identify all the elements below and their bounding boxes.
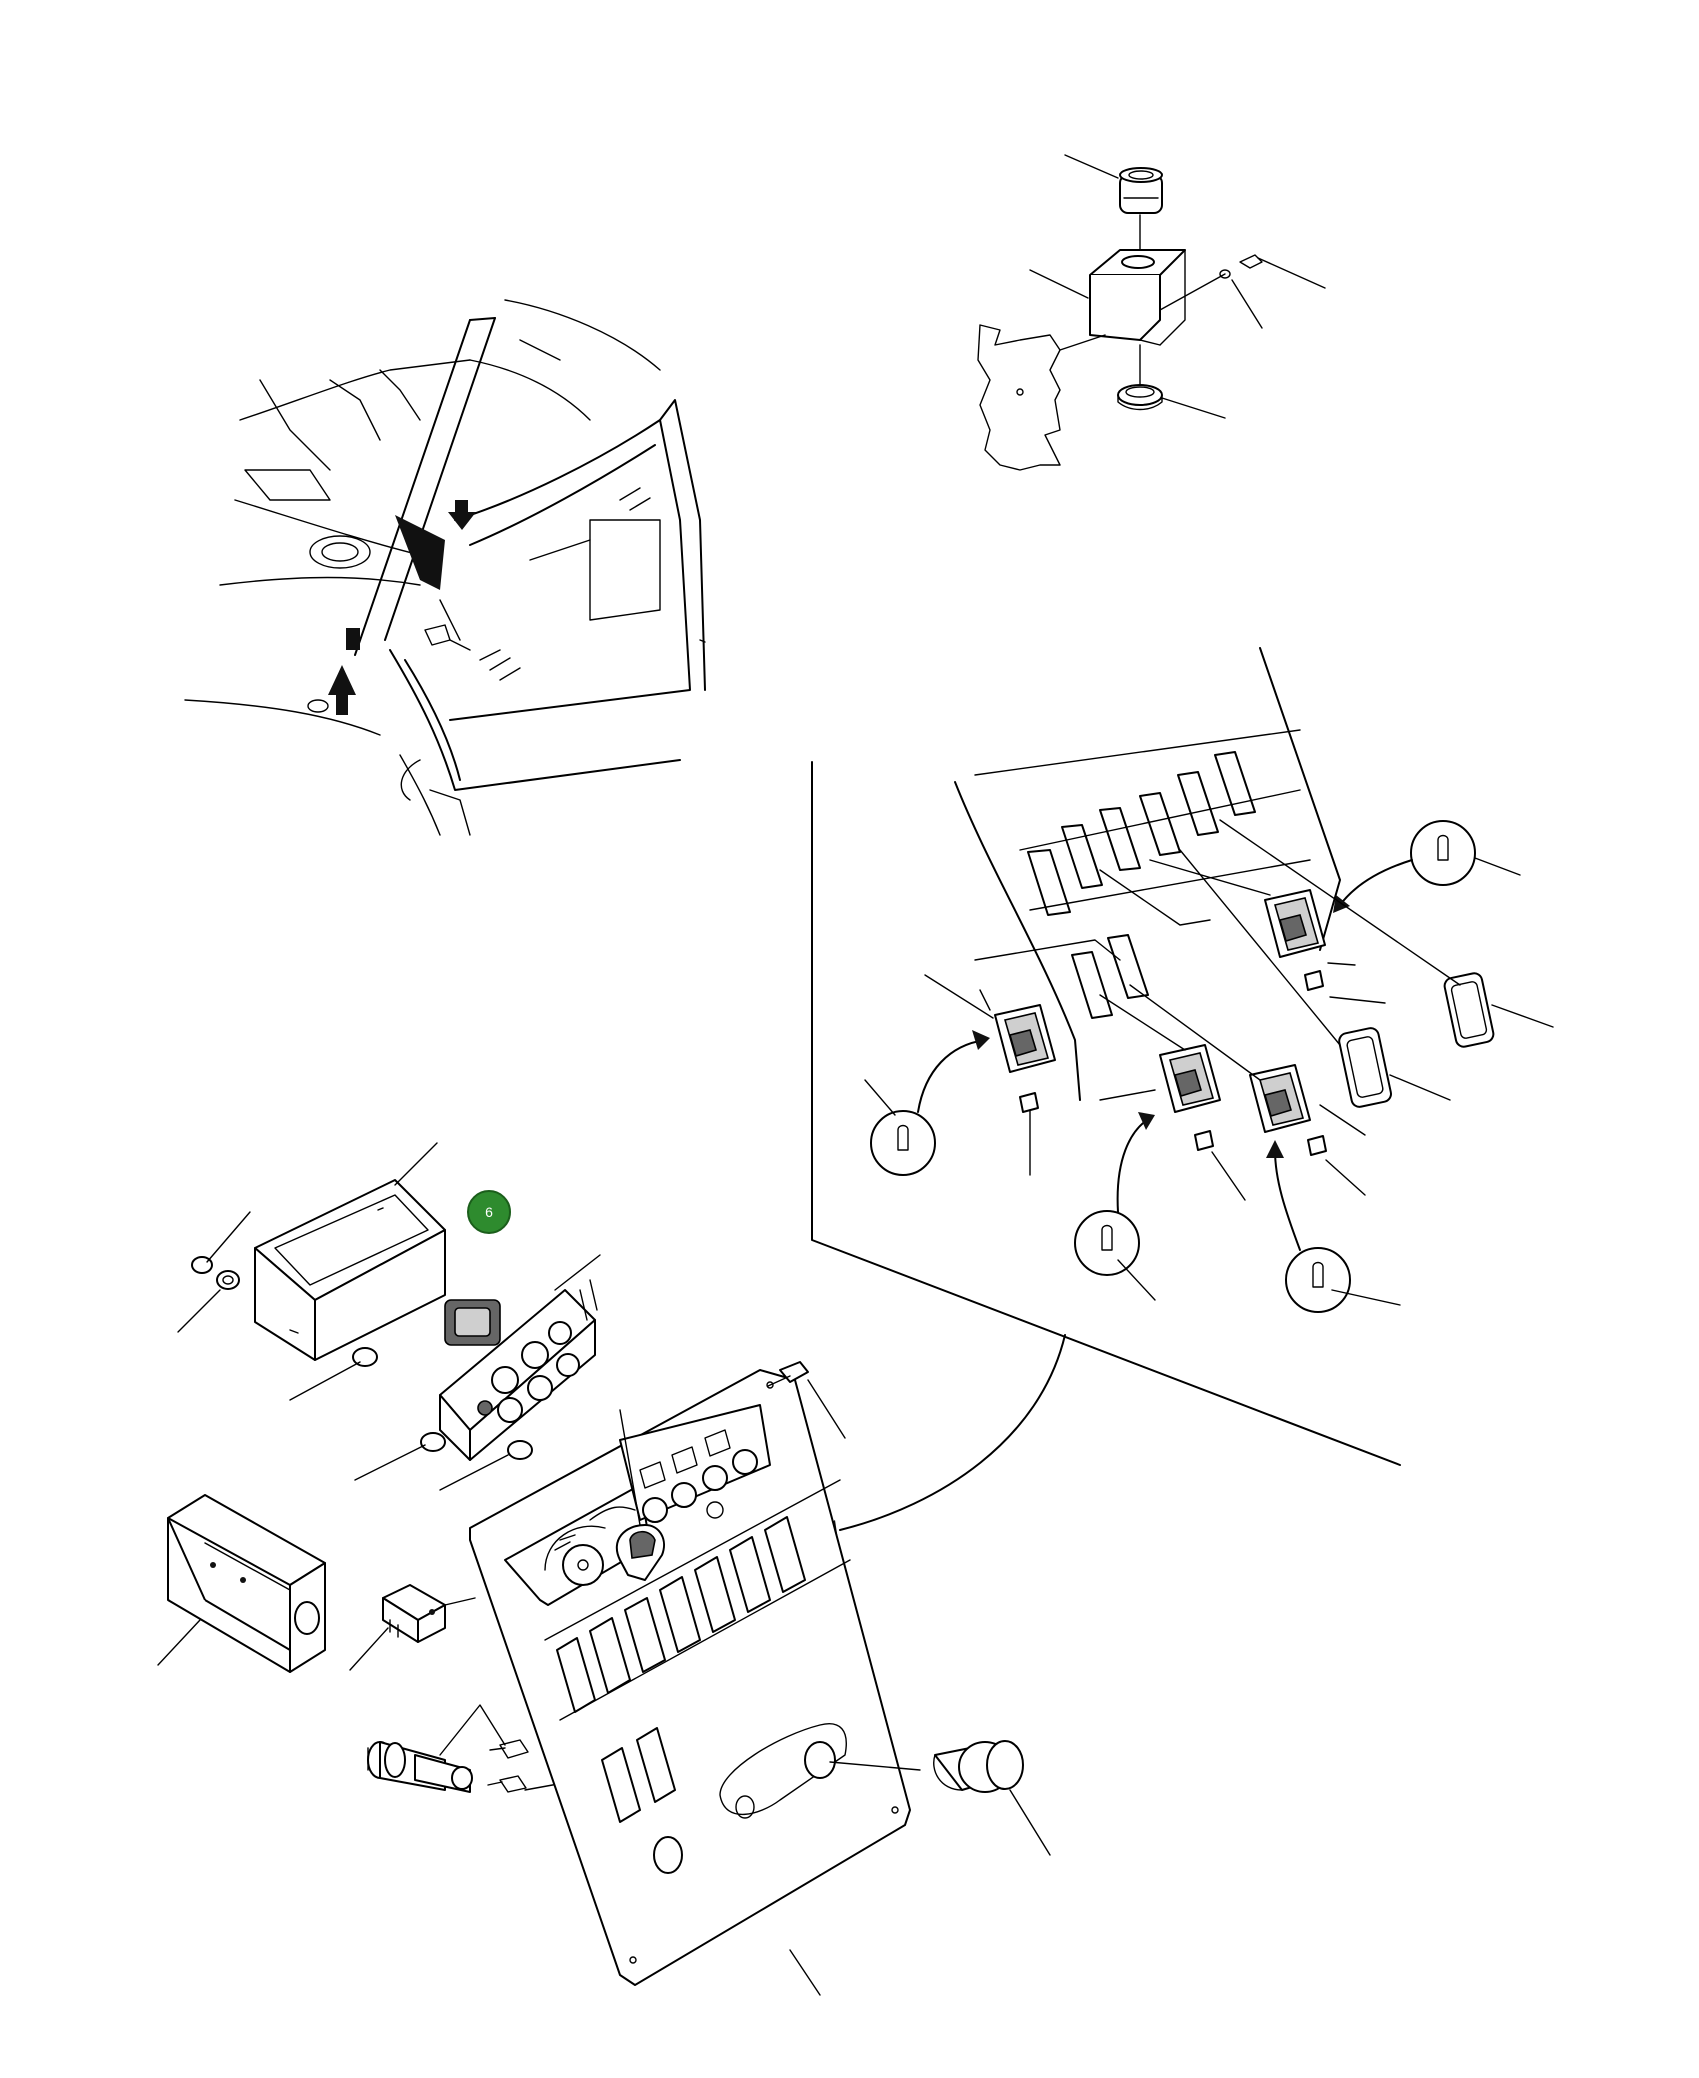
- u-bracket: [157, 1494, 326, 1673]
- instrument-panel: [469, 1369, 911, 1996]
- lens: [1019, 1092, 1039, 1113]
- lens: [1194, 1130, 1214, 1151]
- rocker-switch-a: [994, 1004, 1056, 1073]
- rocker-switch-c: [1249, 1064, 1311, 1133]
- cab-interior-view: [184, 299, 706, 836]
- spacer: [352, 1347, 378, 1367]
- lens: [1307, 1135, 1327, 1156]
- cab-arrow-up-upper: [346, 628, 360, 650]
- panel-switch-row-upper: [544, 1479, 851, 1721]
- switch-slots-upper: [1019, 751, 1311, 916]
- ignition-switch: [367, 1704, 581, 1793]
- blank-plug: [1338, 1027, 1392, 1108]
- instrument-housing: [177, 1142, 533, 1491]
- switch-panel-detail: [810, 647, 1554, 1540]
- cab-arrow-up-lower: [328, 665, 356, 715]
- callout-marker[interactable]: 6: [467, 1190, 511, 1234]
- cab-arrow-large: [395, 515, 445, 590]
- spacer: [420, 1432, 446, 1452]
- bracket-hole: [294, 1601, 320, 1635]
- blank-plug: [1443, 972, 1495, 1048]
- ignition-key: [487, 1739, 529, 1793]
- lens: [1304, 970, 1324, 991]
- panel-screw: [767, 1361, 846, 1439]
- bulb-callout: [870, 820, 1476, 1313]
- retaining-ring: [1117, 384, 1163, 406]
- washer: [216, 1270, 240, 1290]
- spacer: [507, 1440, 533, 1460]
- gauge-cluster: [439, 1254, 601, 1461]
- cab-arrow-down: [448, 500, 476, 530]
- panel-hole: [653, 1836, 683, 1874]
- switch-slots-lower: [1071, 934, 1149, 1019]
- warning-light-window: [619, 1404, 771, 1521]
- tachometer: [562, 1544, 604, 1586]
- mounting-panel: [977, 324, 1061, 471]
- panel-hole: [804, 1741, 836, 1779]
- panel-switch-row-lower: [601, 1727, 676, 1823]
- washer: [1219, 269, 1231, 279]
- callout-label: 6: [485, 1204, 493, 1220]
- rocker-switch-d: [1264, 889, 1326, 958]
- relay: [349, 1584, 476, 1671]
- screw: [1239, 254, 1263, 269]
- buzzer-bracket-assembly: [977, 154, 1326, 471]
- rocker-switch-b: [1159, 1044, 1221, 1113]
- indicator-lamp: [829, 1740, 1051, 1856]
